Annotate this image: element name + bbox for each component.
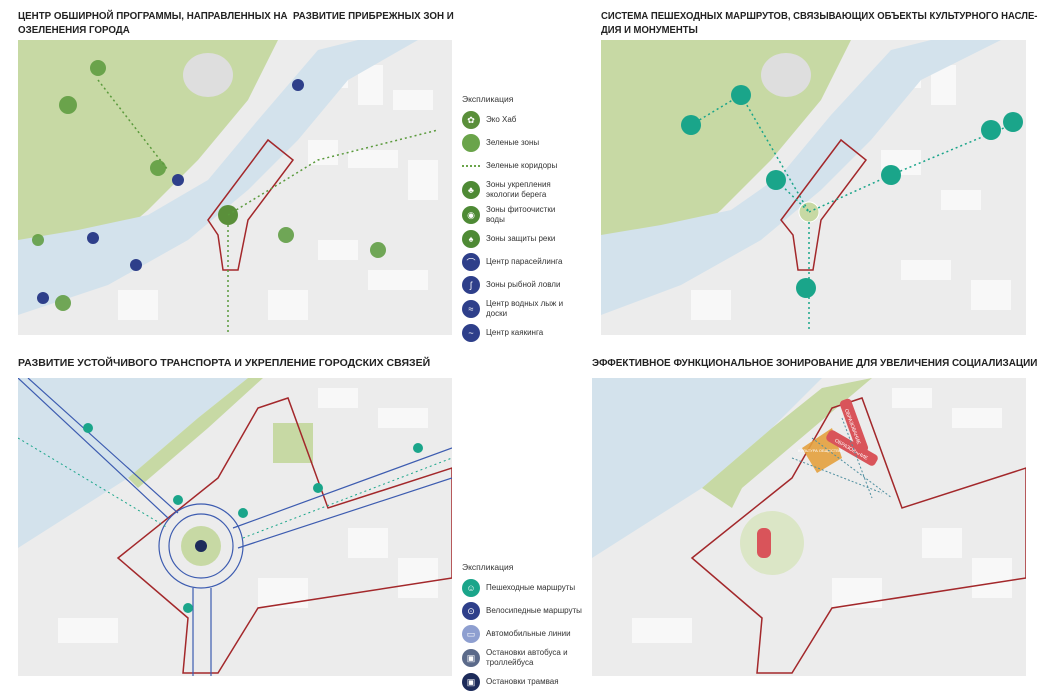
- legend-heading: Экспликация: [462, 94, 514, 104]
- legend-item: ♣Зоны укрепления экологии берега: [462, 180, 587, 200]
- waterski-icon: ≈: [462, 300, 480, 318]
- tram-icon: ▣: [462, 673, 480, 691]
- legend-item: ▣Остановки трамвая: [462, 673, 597, 691]
- zone-label: КУЛЬТУРА ОБЩЕСТВО: [798, 448, 842, 453]
- panel-2-title: СИСТЕМА ПЕШЕХОДНЫХ МАРШРУТОВ, СВЯЗЫВАЮЩИ…: [601, 10, 1038, 36]
- pedestrian-icon: ☺: [462, 579, 480, 597]
- green-zone-icon: [462, 134, 480, 152]
- legend-item: ▭Автомобильные линии: [462, 625, 597, 643]
- legend-item: Зеленые зоны: [462, 134, 587, 152]
- bus-icon: ▣: [462, 649, 480, 667]
- map-pedestrian-routes: [601, 40, 1026, 335]
- legend-heading: Экспликация: [462, 562, 514, 572]
- kayak-icon: ~: [462, 324, 480, 342]
- tree-icon: ♣: [462, 181, 480, 199]
- legend-item: ⊙Велосипедные маршруты: [462, 602, 597, 620]
- green-corridor-icon: [462, 165, 480, 167]
- legend-item: ♠Зоны защиты реки: [462, 230, 587, 248]
- panel-4-title: ЭФФЕКТИВНОЕ ФУНКЦИОНАЛЬНОЕ ЗОНИРОВАНИЕ Д…: [592, 357, 1038, 369]
- legend-item: ≈Центр водных лыж и доски: [462, 299, 587, 319]
- map-transport: [18, 378, 452, 676]
- legend-item: ☺Пешеходные маршруты: [462, 579, 597, 597]
- legend-item: ▣Остановки автобуса и троллейбуса: [462, 648, 597, 668]
- legend-item: ⌒Центр парасейлинга: [462, 253, 587, 271]
- legend-item: ✿Эко Хаб: [462, 111, 587, 129]
- eco-hub-icon: ✿: [462, 111, 480, 129]
- legend-coastal: Экспликация ✿Эко Хаб Зеленые зоны Зелены…: [462, 94, 587, 347]
- legend-item: ◉Зоны фитоочистки воды: [462, 205, 587, 225]
- bicycle-icon: ⊙: [462, 602, 480, 620]
- map-functional-zoning: ОБРАЗОВАНИЕ ОБРАЗОВАНИЕ КУЛЬТУРА ОБЩЕСТВ…: [592, 378, 1026, 676]
- map-coastal-greening: [18, 40, 452, 335]
- fishing-icon: ʃ: [462, 276, 480, 294]
- panel-3-title: РАЗВИТИЕ УСТОЙЧИВОГО ТРАНСПОРТА И УКРЕПЛ…: [18, 357, 431, 369]
- hands-plant-icon: ♠: [462, 230, 480, 248]
- parasailing-icon: ⌒: [462, 253, 480, 271]
- legend-transport: Экспликация ☺Пешеходные маршруты ⊙Велоси…: [462, 562, 597, 696]
- panel-1-title: ЦЕНТР ОБШИРНОЙ ПРОГРАММЫ, НАПРАВЛЕННЫХ Н…: [18, 10, 454, 36]
- legend-item: Зеленые коридоры: [462, 157, 587, 175]
- car-icon: ▭: [462, 625, 480, 643]
- legend-item: ~Центр каякинга: [462, 324, 587, 342]
- water-drop-icon: ◉: [462, 206, 480, 224]
